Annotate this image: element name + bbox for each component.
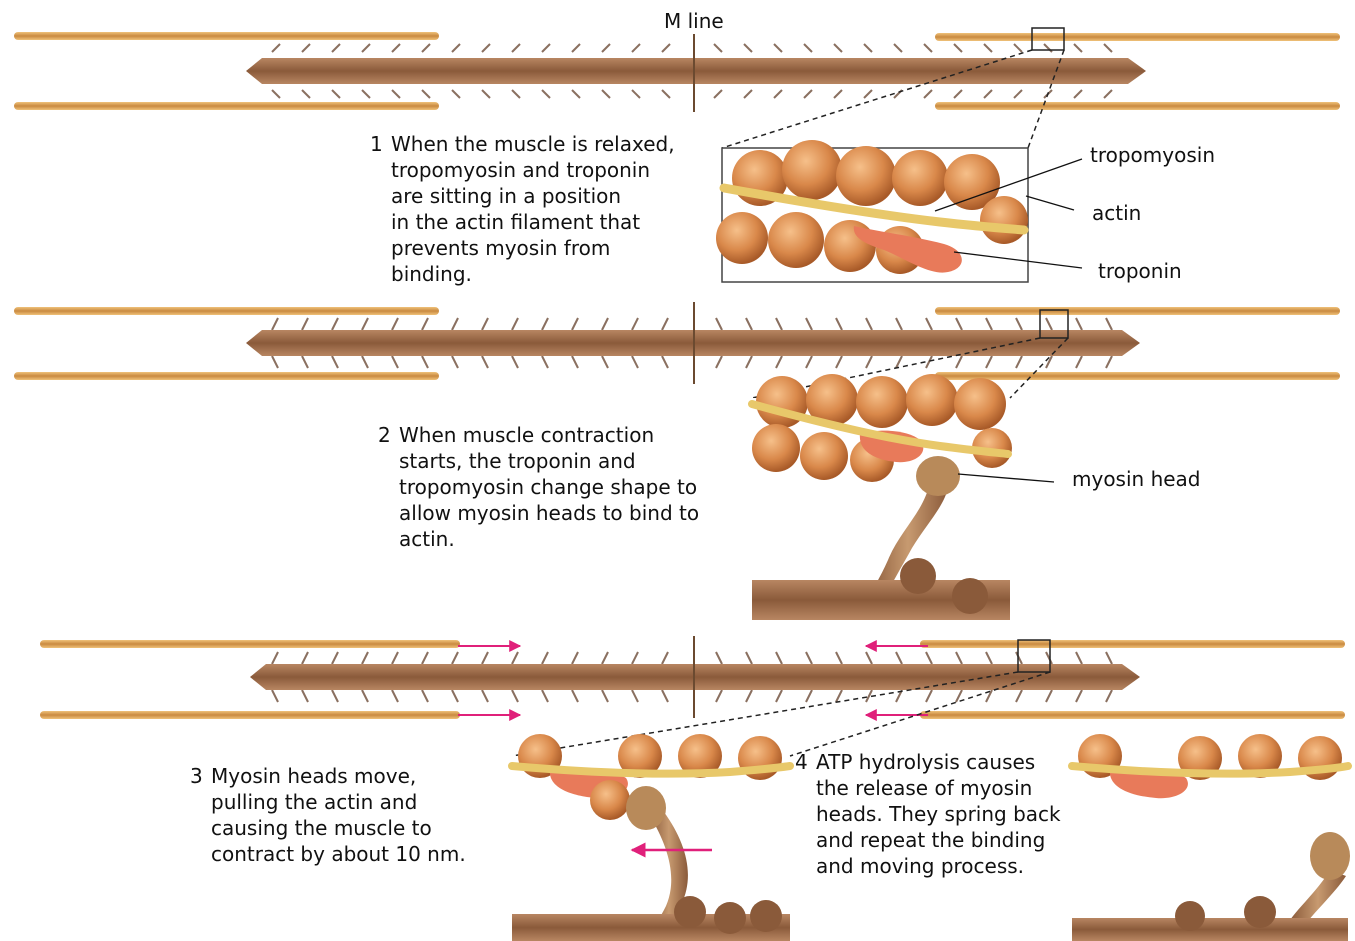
actin-thin-filament: [935, 102, 1340, 110]
myosin-thick-filament: [246, 58, 1146, 84]
myosin-head-shape: [916, 456, 960, 496]
step-3-text: Myosin heads move, pulling the actin and…: [190, 763, 480, 867]
actin-thin-filament: [920, 711, 1345, 719]
myosin-filament-segment: [512, 914, 790, 941]
actin-thin-filament: [14, 102, 439, 110]
actin-thin-filament: [935, 307, 1340, 315]
actin-thin-filament: [40, 640, 460, 648]
myosin-head-shape: [1310, 832, 1350, 880]
zoom-panel-relaxed: [716, 140, 1028, 282]
step-3-caption: 3 Myosin heads move, pulling the actin a…: [190, 763, 480, 867]
step-3-number: 3: [190, 763, 203, 789]
actin-thin-filament: [14, 32, 439, 40]
actin-thin-filament: [935, 33, 1340, 41]
sarcomere-row-2: [14, 302, 1340, 398]
step-4-text: ATP hydrolysis causes the release of myo…: [795, 749, 1065, 879]
step-1-text: When the muscle is relaxed, tropomyosin …: [370, 131, 690, 287]
step-4-number: 4: [795, 749, 808, 775]
m-line-label: M line: [664, 8, 724, 34]
step-1-caption: 1 When the muscle is relaxed, tropomyosi…: [370, 131, 690, 287]
zoom-panel-power-stroke: [512, 734, 790, 941]
actin-thin-filament: [935, 372, 1340, 380]
myosin-head-shape: [626, 786, 666, 830]
step-1-number: 1: [370, 131, 383, 157]
myosin-head-label: myosin head: [1072, 466, 1201, 492]
sarcomere-row-1: [14, 28, 1340, 148]
myosin-filament-segment: [1072, 918, 1348, 941]
step-2-text: When muscle contraction starts, the trop…: [378, 422, 718, 552]
step-4-caption: 4 ATP hydrolysis causes the release of m…: [795, 749, 1065, 879]
actin-label: actin: [1092, 200, 1141, 226]
zoom-panel-release: [1072, 734, 1350, 941]
step-2-number: 2: [378, 422, 391, 448]
tropomyosin-label: tropomyosin: [1090, 142, 1215, 168]
step-2-caption: 2 When muscle contraction starts, the tr…: [378, 422, 718, 552]
actin-thin-filament: [40, 711, 460, 719]
actin-thin-filament: [14, 372, 439, 380]
zoom-panel-binding: [752, 374, 1012, 620]
actin-thin-filament: [920, 640, 1345, 648]
troponin-label: troponin: [1098, 258, 1182, 284]
actin-thin-filament: [14, 307, 439, 315]
